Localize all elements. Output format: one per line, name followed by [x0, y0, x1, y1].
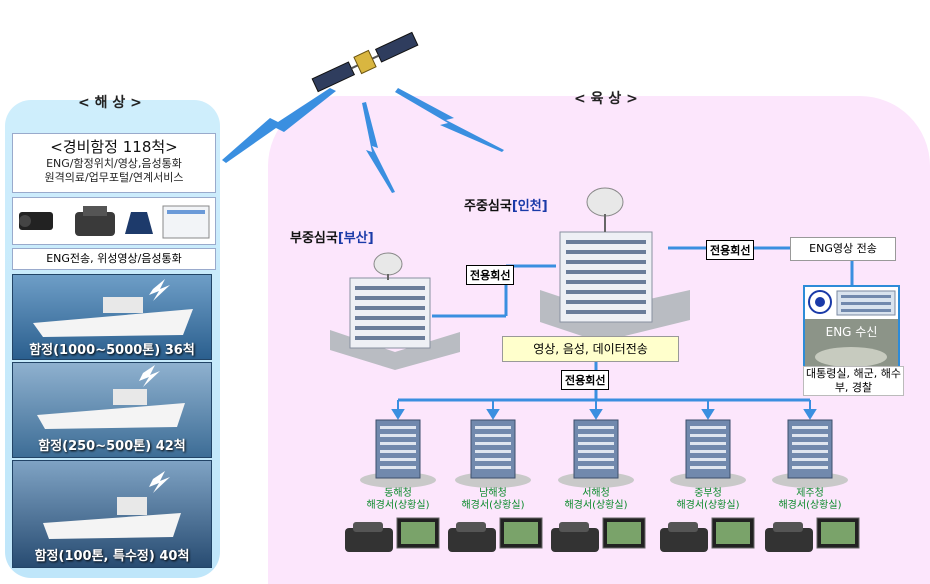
- sub-hub-name: 부중심국: [290, 231, 338, 246]
- camera-icon: [19, 212, 53, 230]
- ship-medium: 함정(250~500톤) 42척: [12, 362, 212, 458]
- eng-transfer-box: ENG영상 전송: [790, 237, 896, 261]
- sub-hub-city: [부산]: [337, 231, 374, 246]
- fleet-services-line2: 원격의료/업무포털/연계서비스: [44, 171, 184, 184]
- partner-agencies: 대통령실, 해군, 해수부, 경찰: [803, 366, 904, 396]
- ship-large-label: 함정(1000~5000톤) 36척: [29, 343, 195, 358]
- main-hub-building-icon: [540, 187, 690, 342]
- main-hub-label: 주중심국[인천]: [464, 195, 548, 214]
- ship-small: 함정(100톤, 특수정) 40척: [12, 460, 212, 568]
- branch-building-icon: [360, 419, 848, 488]
- sub-hub-building-icon: [330, 252, 460, 370]
- lightning-icon: [395, 88, 504, 152]
- satellite-phone-icon: [125, 212, 153, 234]
- leased-line-label-eng: 전용회선: [706, 240, 755, 260]
- equipment-box: [12, 197, 216, 245]
- office-building-icon: [836, 290, 896, 316]
- eng-receive-label: ENG 수신: [825, 325, 878, 339]
- fleet-info-box: <경비함정 118척> ENG/함정위치/영상,음성통화 원격의료/업무포털/연…: [12, 133, 216, 193]
- phone-monitor-icon: [345, 517, 860, 552]
- lightning-icon: [222, 88, 336, 163]
- satellite-icon: [311, 31, 419, 93]
- leased-line-label-sub: 전용회선: [466, 265, 515, 285]
- service-box: ENG전송, 위성영상/음성통화: [12, 248, 216, 270]
- land-title: < 육 상 >: [574, 91, 638, 107]
- phone-icon: [75, 206, 115, 236]
- eng-receive-frame: ENG 수신: [803, 285, 900, 371]
- main-hub-city: [인천]: [511, 199, 548, 214]
- ship-small-label: 함정(100톤, 특수정) 40척: [34, 549, 190, 564]
- ship-medium-label: 함정(250~500톤) 42척: [38, 439, 186, 454]
- fleet-services-line1: ENG/함정위치/영상,음성통화: [46, 157, 182, 170]
- lightning-icon: [362, 102, 395, 193]
- leased-line-label-branch: 전용회선: [561, 370, 610, 390]
- emblem-icon: [808, 290, 832, 314]
- main-hub-name: 주중심국: [464, 199, 512, 214]
- data-transfer-box: 영상, 음성, 데이터전송: [502, 336, 679, 362]
- ship-large: 함정(1000~5000톤) 36척: [12, 274, 212, 360]
- fleet-title: <경비함정 118척>: [50, 138, 178, 156]
- sea-title: < 해 상 >: [78, 95, 142, 111]
- screen-icon: [162, 205, 210, 239]
- sub-hub-label: 부중심국[부산]: [290, 227, 374, 246]
